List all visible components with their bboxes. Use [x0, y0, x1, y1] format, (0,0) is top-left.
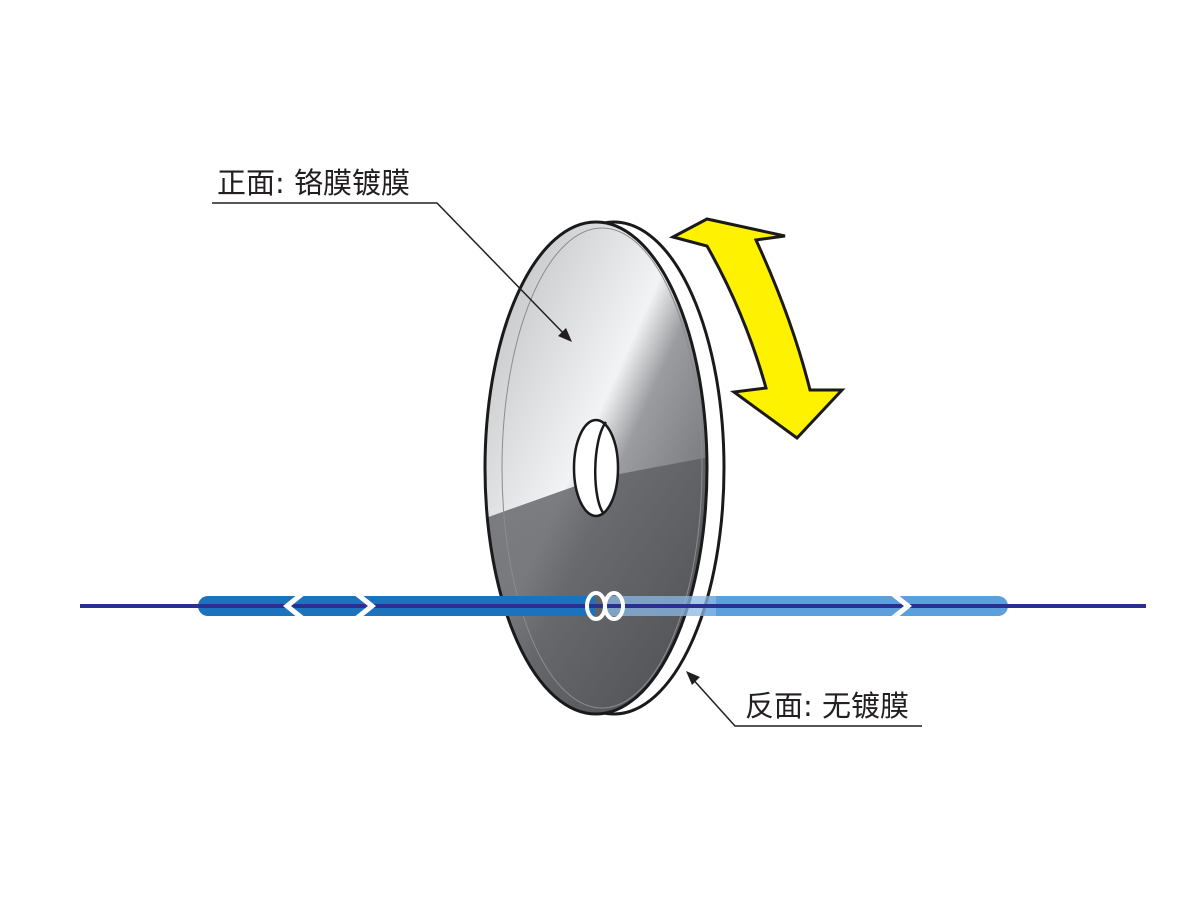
disc-center-hole	[572, 418, 620, 518]
back-leader-line	[689, 675, 922, 727]
back-label: 反面: 无镀膜	[745, 689, 909, 723]
rotation-arrow-icon	[668, 217, 846, 440]
front-leader-arrowhead	[558, 328, 572, 342]
focus-point-icon	[585, 591, 625, 621]
front-leader-line	[212, 202, 569, 339]
front-label: 正面: 铬膜镀膜	[217, 166, 410, 200]
beam-direction-chevron-icon	[282, 592, 913, 620]
back-leader-arrowhead	[686, 671, 700, 685]
